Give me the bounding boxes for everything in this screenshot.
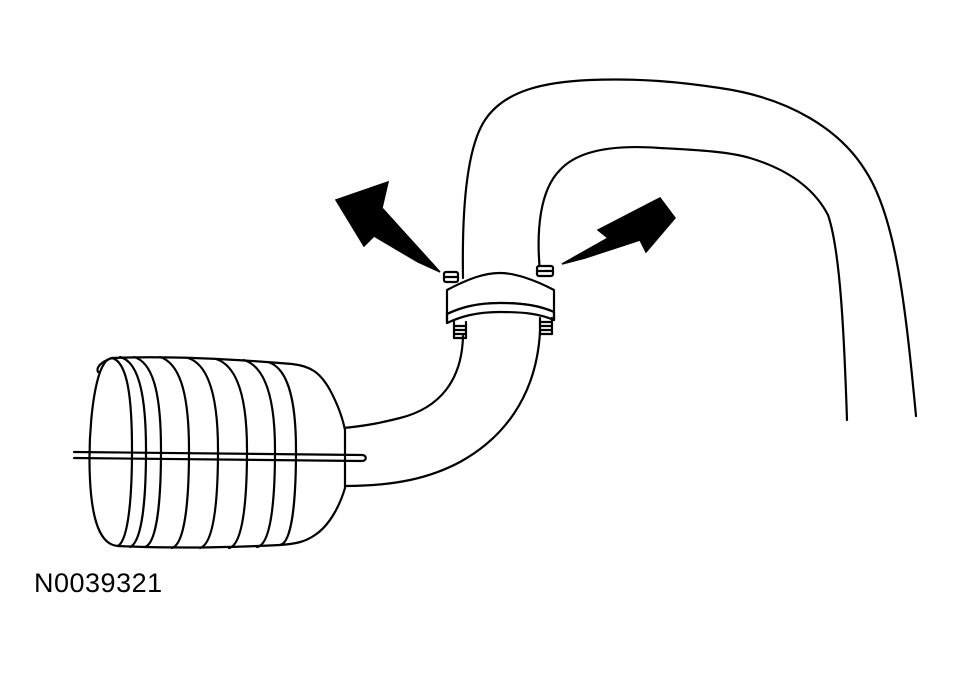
exhaust-pipe-outer — [461, 78, 918, 418]
callout-arrow-left-icon — [334, 180, 441, 273]
exhaust-pipe-lower-outer — [341, 334, 465, 430]
exhaust-pipe-lower-inner — [343, 330, 542, 488]
callout-arrow-right-icon — [561, 197, 676, 265]
muffler — [88, 355, 347, 550]
figure-id-label: N0039321 — [34, 568, 163, 598]
pipe-clamp — [442, 264, 556, 340]
hanger-rod — [72, 450, 367, 463]
exhaust-pipe-inner — [537, 145, 849, 422]
